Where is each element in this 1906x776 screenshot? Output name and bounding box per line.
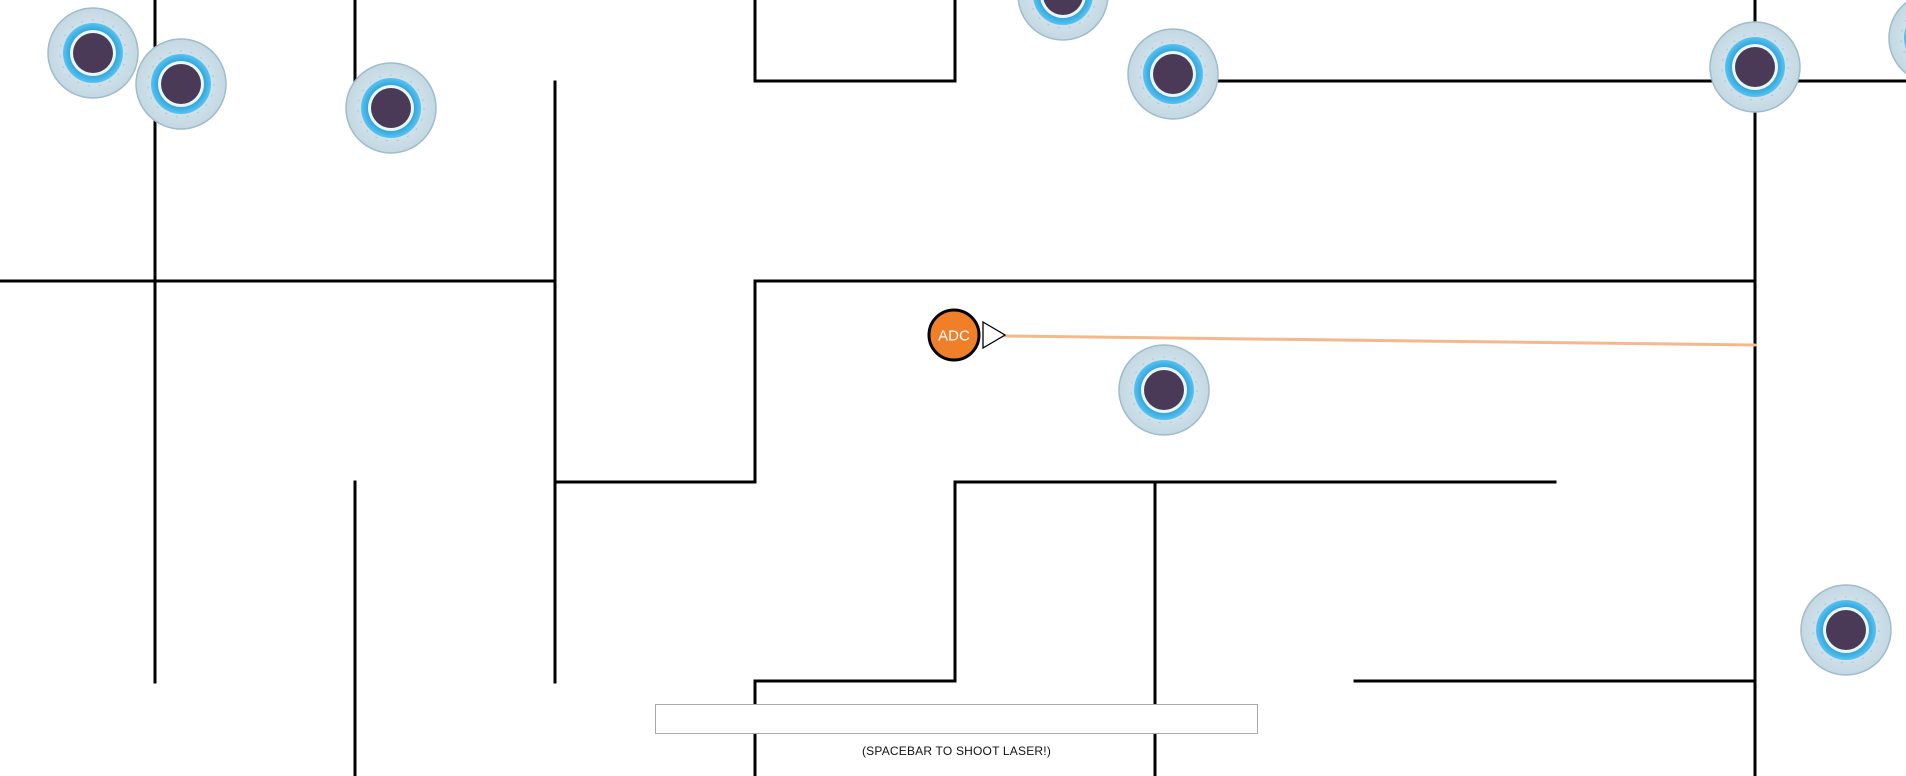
player-direction-arrow-icon [982,320,1007,350]
player-label: ADC [938,328,970,345]
porthole-enemy-icon [1709,21,1801,113]
porthole-enemy-icon [1017,0,1109,41]
hint-text: (SPACEBAR TO SHOOT LASER!) [861,744,1052,758]
porthole-enemy-icon [135,38,227,130]
chat-input[interactable] [655,704,1258,734]
porthole-enemy-icon [1800,584,1892,676]
porthole-enemy-icon [1888,0,1906,84]
player-ship-icon [927,308,981,362]
laser-beam [1003,334,1757,347]
porthole-enemy-icon [1118,344,1210,436]
porthole-enemy-icon [345,62,437,154]
porthole-enemy-icon [47,7,139,99]
porthole-enemy-icon [1127,28,1219,120]
player: ADC [927,308,1007,362]
